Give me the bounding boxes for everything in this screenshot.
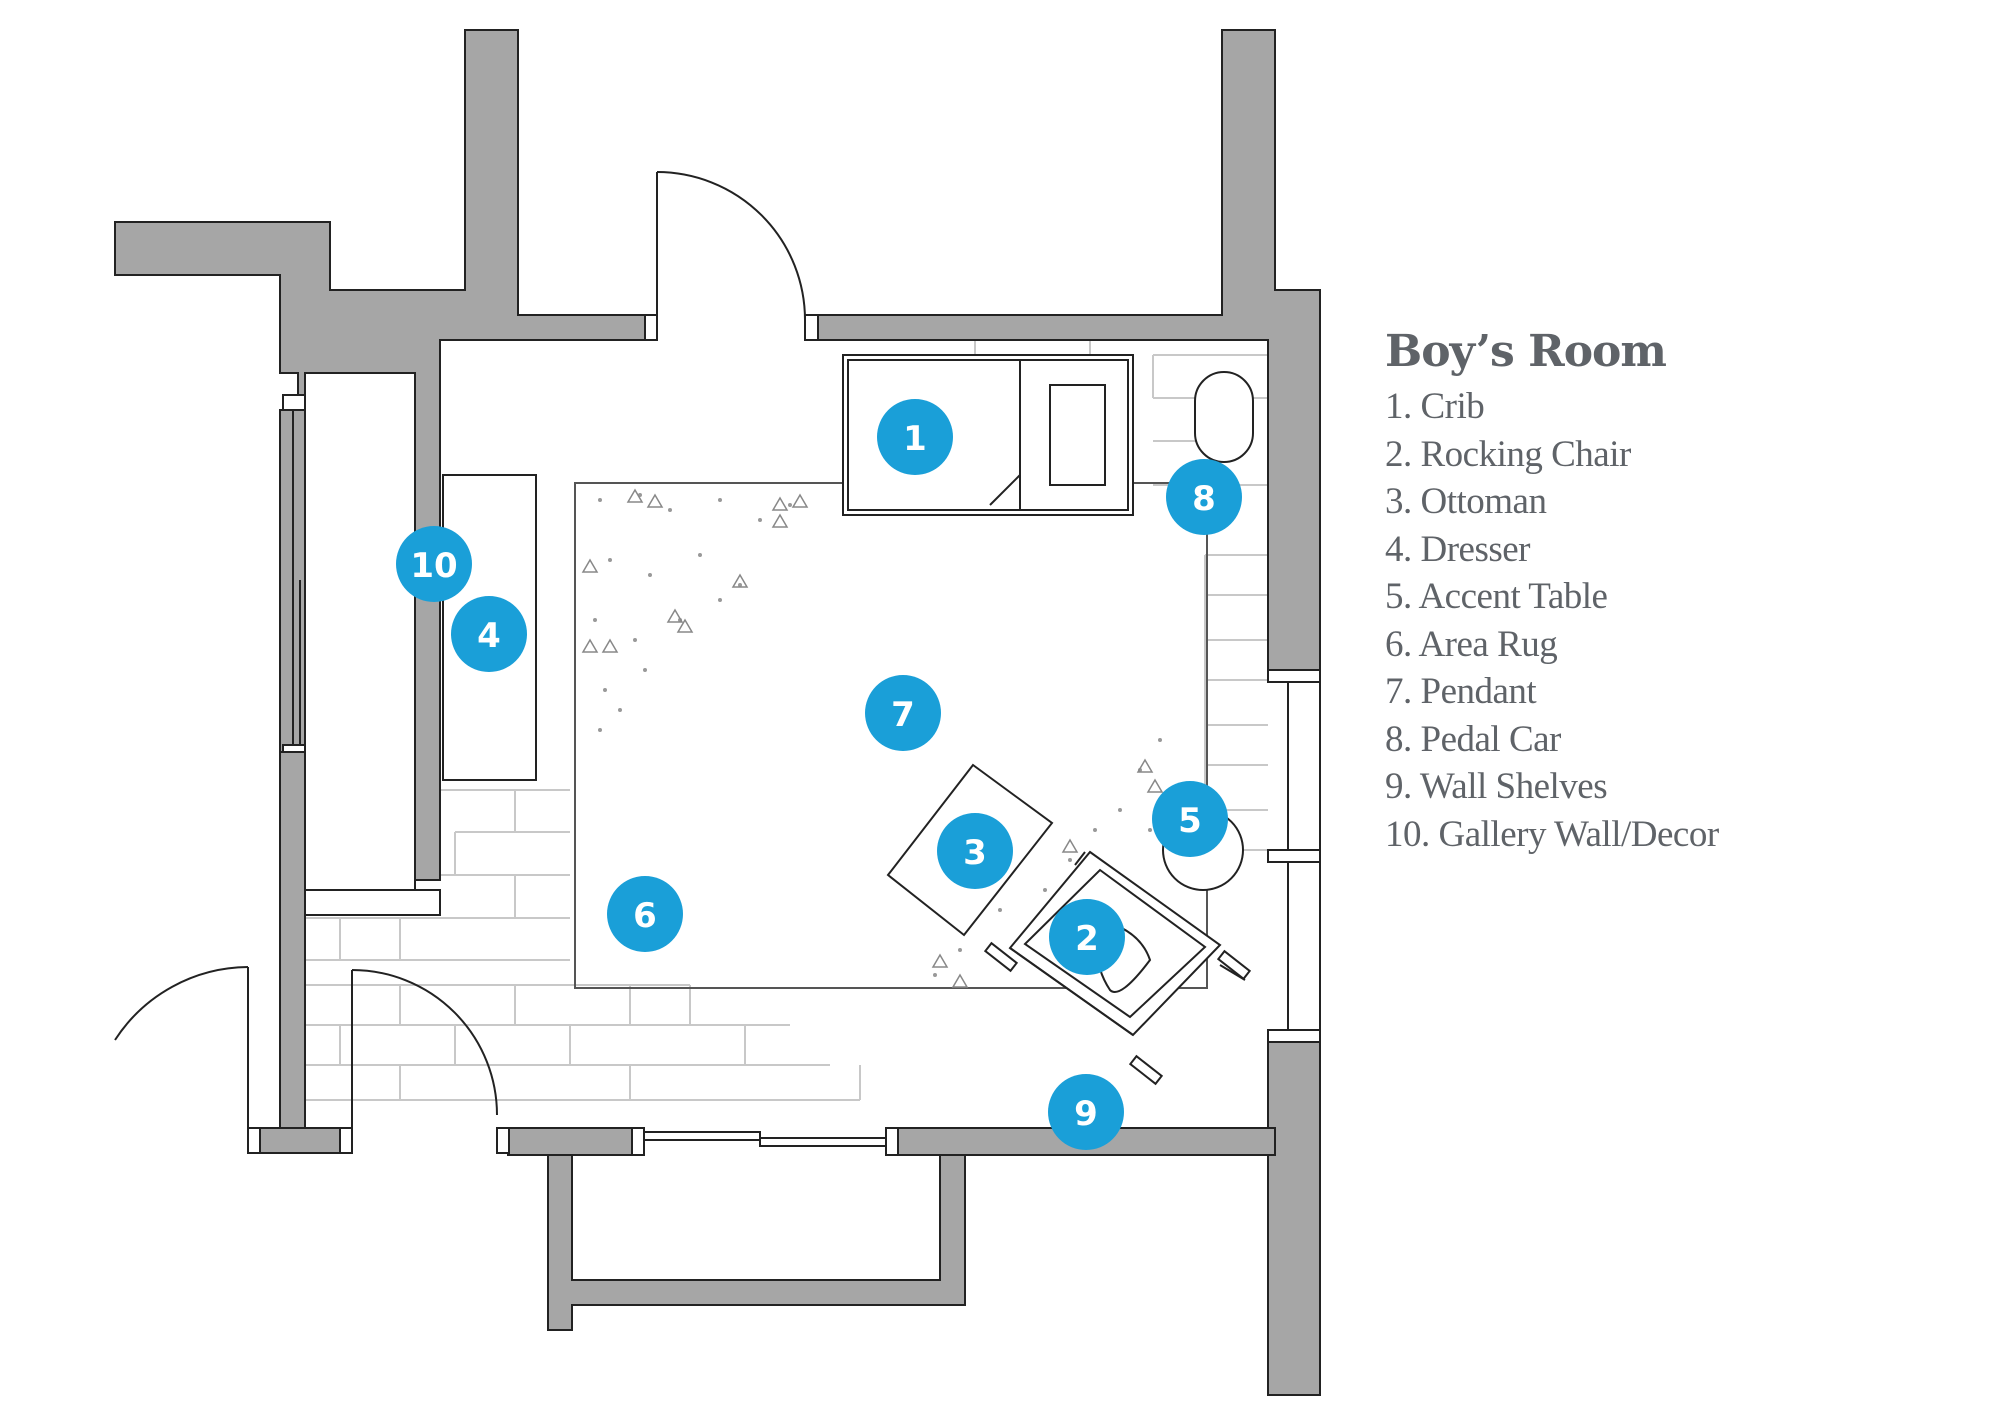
bottom-window (631, 1127, 899, 1156)
marker-9: 9 (1048, 1074, 1124, 1150)
marker-8: 8 (1166, 459, 1242, 535)
svg-text:4: 4 (477, 616, 501, 656)
legend-item-ottoman: 3. Ottoman (1385, 481, 1547, 522)
legend-item-gallery-wall: 10. Gallery Wall/Decor (1385, 813, 1719, 855)
legend-item-area-rug: 6. Area Rug (1385, 623, 1558, 665)
marker-5: 5 (1152, 781, 1228, 857)
legend: Boy’s Room 1. Crib 2. Rocking Chair 3. O… (1385, 326, 1719, 858)
legend-item-rocking-chair: 2. Rocking Chair (1385, 433, 1631, 475)
legend-title: Boy’s Room (1385, 326, 1667, 377)
wall-right-lower (1267, 1041, 1321, 1396)
wall-lower-closet (547, 1154, 966, 1331)
legend-item-pedal-car: 8. Pedal Car (1385, 718, 1561, 760)
svg-text:8: 8 (1192, 479, 1216, 519)
legend-item-pendant: 7. Pendant (1385, 671, 1537, 712)
markers: 1 2 3 4 5 6 7 8 9 10 (396, 399, 1242, 1150)
marker-1: 1 (877, 399, 953, 475)
legend-item-dresser: 4. Dresser (1385, 528, 1531, 570)
marker-4: 4 (451, 596, 527, 672)
svg-text:5: 5 (1178, 801, 1202, 841)
svg-text:6: 6 (633, 896, 657, 936)
svg-text:9: 9 (1074, 1094, 1098, 1134)
legend-item-crib: 1. Crib (1385, 386, 1485, 427)
marker-2: 2 (1049, 899, 1125, 975)
svg-text:10: 10 (410, 546, 457, 586)
wall-left-corridor (279, 751, 306, 1129)
furniture (442, 354, 1254, 1086)
legend-list: 1. Crib 2. Rocking Chair 3. Ottoman 4. D… (1385, 383, 1719, 858)
legend-item-accent-table: 5. Accent Table (1385, 576, 1608, 617)
svg-text:3: 3 (963, 833, 987, 873)
pedal-car (1194, 371, 1254, 463)
wall-top-right (817, 29, 1321, 673)
marker-7: 7 (865, 675, 941, 751)
wall-bottom-left (507, 1127, 633, 1156)
svg-text:2: 2 (1075, 919, 1099, 959)
walls (114, 29, 1321, 1396)
marker-6: 6 (607, 876, 683, 952)
svg-text:1: 1 (903, 419, 927, 459)
rug-triangles (581, 488, 1164, 988)
doors (114, 171, 819, 1154)
rug-speckle (593, 493, 1177, 977)
floor-tiles (305, 340, 1268, 1101)
marker-10: 10 (396, 526, 472, 602)
marker-3: 3 (937, 813, 1013, 889)
right-windows (1267, 669, 1321, 1043)
legend-item-wall-shelves: 9. Wall Shelves (1385, 766, 1608, 807)
svg-text:7: 7 (891, 695, 915, 735)
